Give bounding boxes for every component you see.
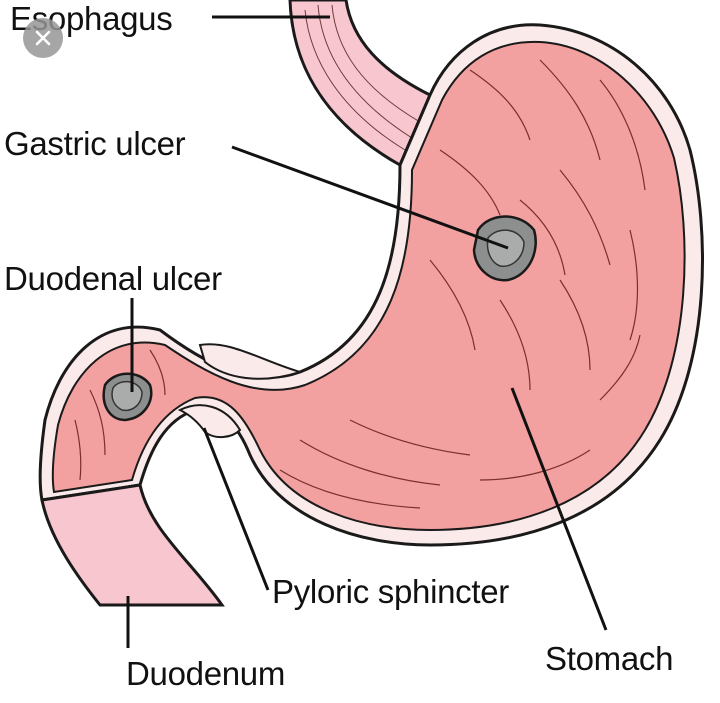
label-duodenal-ulcer: Duodenal ulcer bbox=[4, 260, 222, 297]
stomach-inner-lining bbox=[51, 40, 686, 532]
pyloric-sphincter-shape bbox=[177, 404, 242, 438]
label-duodenum: Duodenum bbox=[126, 655, 286, 692]
label-stomach: Stomach bbox=[545, 640, 674, 677]
stomach-texture bbox=[74, 59, 646, 509]
pyloric-sphincter-leader bbox=[202, 427, 270, 591]
pyloric-fold bbox=[198, 343, 304, 380]
gastric-ulcer-leader bbox=[231, 145, 509, 250]
label-pyloric-sphincter: Pyloric sphincter bbox=[272, 573, 509, 610]
leader-lines bbox=[126, 15, 608, 648]
esophagus-texture bbox=[304, 4, 421, 151]
duodenal-ulcer-mark bbox=[102, 372, 153, 422]
duodenum-shape bbox=[40, 483, 225, 607]
close-button[interactable] bbox=[23, 18, 63, 58]
label-gastric-ulcer: Gastric ulcer bbox=[4, 125, 186, 162]
close-icon bbox=[35, 30, 51, 46]
stomach-leader bbox=[510, 387, 608, 631]
